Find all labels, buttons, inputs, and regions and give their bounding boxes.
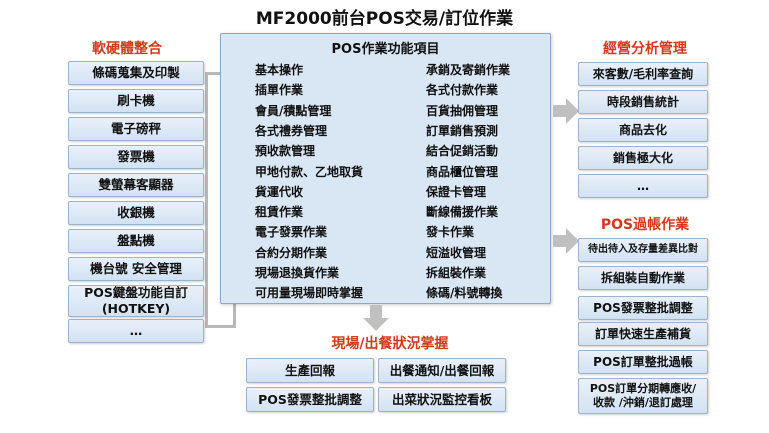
right-top-box: 時段銷售統計	[578, 90, 708, 114]
pos-function-item: 合約分期作業	[255, 245, 328, 260]
left-connector-top	[205, 72, 220, 75]
left-section-title: 軟硬體整合	[92, 41, 162, 57]
pos-function-item: 拆組裝作業	[426, 266, 487, 280]
pos-function-item: 條碼/料號轉換	[426, 286, 503, 301]
pos-function-item: 百貨抽佣管理	[426, 103, 499, 118]
pos-function-panel: POS作業功能項目 基本操作插單作業會員/積點管理各式禮券管理預收款管理甲地付款…	[220, 33, 551, 304]
left-box: 電子磅秤	[68, 117, 204, 141]
right-bottom-box: POS訂單分期轉應收/ 收款 /沖銷/退訂處理	[578, 378, 708, 414]
pos-function-item: 電子發票作業	[255, 225, 328, 240]
pos-function-item: 租賃作業	[255, 205, 304, 220]
pos-function-item: 可用量現場即時掌握	[255, 286, 364, 301]
right-bottom-section-title: POS過帳作業	[600, 217, 690, 233]
left-box: 收銀機	[68, 201, 204, 225]
pos-function-item: 甲地付款、乙地取貨	[255, 164, 364, 179]
bottom-box: 生產回報	[246, 358, 374, 383]
left-connector-bottom	[205, 325, 235, 328]
arrow-down	[363, 305, 389, 331]
pos-function-item: 保證卡管理	[426, 184, 487, 199]
right-top-box: 來客數/毛利率查詢	[578, 62, 708, 86]
right-bottom-box: 拆組裝自動作業	[578, 266, 708, 290]
left-box: 機台號 安全管理	[68, 257, 204, 281]
pos-function-item: 基本操作	[255, 63, 304, 77]
pos-function-item: 結合促銷活動	[426, 144, 499, 159]
left-box: 雙螢幕客顯器	[68, 173, 204, 197]
pos-function-item: 商品櫃位管理	[426, 164, 499, 179]
left-connector-vertical	[205, 72, 208, 327]
arrow-right-bottom	[553, 228, 579, 254]
pos-function-item: 承銷及寄銷作業	[426, 63, 511, 77]
right-top-box: …	[578, 174, 708, 198]
right-top-section-title: 經營分析管理	[603, 41, 687, 57]
pos-function-item: 發卡作業	[426, 225, 475, 240]
pos-function-item: 預收款管理	[255, 144, 316, 159]
center-connector-down	[233, 303, 236, 328]
left-box: 盤點機	[68, 229, 204, 253]
bottom-box: 出餐通知/出餐回報	[378, 358, 506, 383]
right-top-box: 銷售極大化	[578, 146, 708, 170]
pos-function-item: 各式禮券管理	[255, 123, 328, 138]
left-box: …	[68, 319, 204, 343]
pos-function-item: 會員/積點管理	[255, 103, 332, 118]
diagram-title: MF2000前台POS交易/訂位作業	[255, 9, 514, 29]
right-bottom-box: POS發票整批調整	[578, 296, 708, 320]
bottom-box: POS發票整批調整	[246, 387, 374, 412]
pos-function-item: 現場退換貨作業	[255, 266, 340, 280]
left-box: 發票機	[68, 145, 204, 169]
right-bottom-box: 待出待入及存量差異比對	[578, 238, 708, 262]
left-box: 刷卡機	[68, 89, 204, 113]
pos-function-item: 貨運代收	[255, 184, 304, 199]
right-bottom-box: 訂單快速生產補貨	[578, 322, 708, 346]
pos-function-item: 訂單銷售預測	[426, 123, 499, 138]
pos-function-panel-title: POS作業功能項目	[331, 42, 440, 57]
bottom-section-title: 現場/出餐狀況掌握	[331, 336, 449, 352]
right-bottom-box: POS訂單整批過帳	[578, 350, 708, 374]
bottom-box: 出菜狀況監控看板	[378, 387, 506, 412]
left-box: POS鍵盤功能自訂 (HOTKEY)	[68, 285, 204, 317]
arrow-right-top	[553, 98, 579, 124]
pos-function-item: 短溢收管理	[426, 245, 487, 260]
pos-function-item: 插單作業	[255, 83, 304, 98]
pos-function-item: 各式付款作業	[426, 83, 499, 98]
pos-function-item: 斷線備援作業	[426, 205, 499, 220]
left-box: 條碼蒐集及印製	[68, 61, 204, 85]
right-top-box: 商品去化	[578, 118, 708, 142]
